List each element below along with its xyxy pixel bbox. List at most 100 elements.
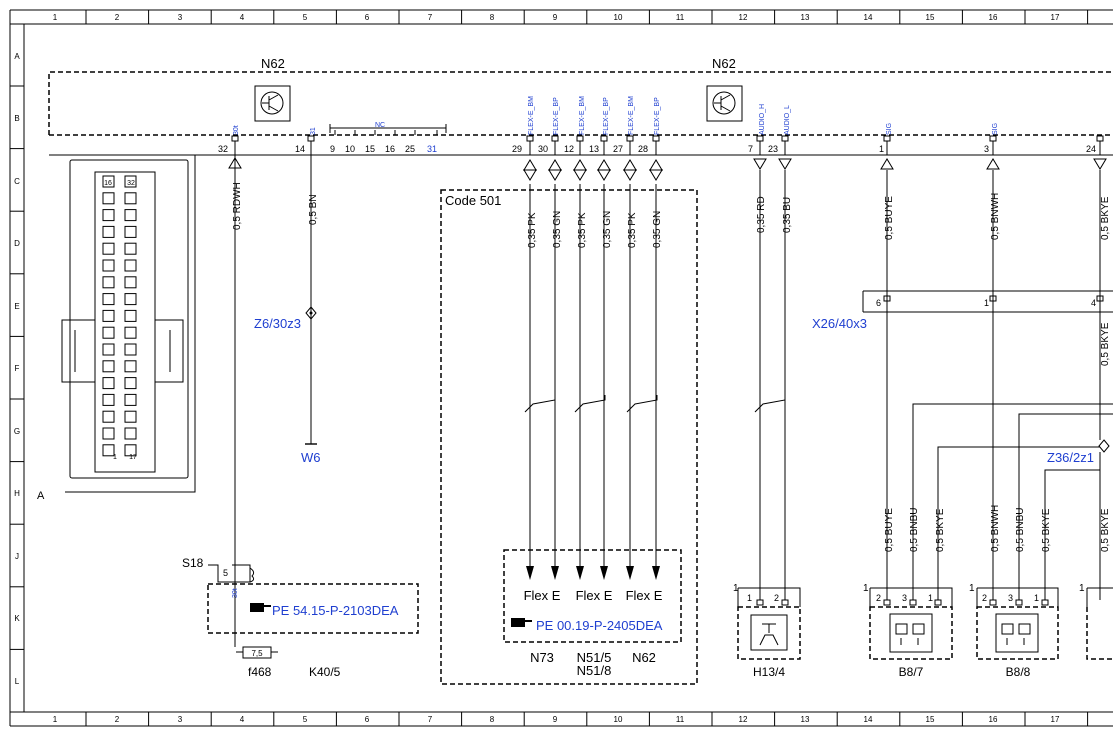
wire-label-bu: 0,35 BU: [782, 197, 793, 233]
pin-13: 13: [589, 144, 599, 154]
arrow-down-icon: [626, 566, 634, 580]
connector-cell: [124, 360, 137, 373]
connector-cell: [102, 377, 115, 390]
pin-7: 7: [748, 144, 753, 154]
component-pin-marker: [756, 599, 764, 606]
bidirectional-arrow-icon: [523, 159, 537, 171]
row-k: K: [14, 614, 20, 623]
route-bkye-right: [1044, 452, 1101, 503]
grid-frame: [9, 9, 1113, 727]
b87-box: [869, 606, 953, 660]
col-top-4: 4: [240, 13, 245, 22]
x26-pin-4: 4: [1091, 298, 1096, 308]
pointing-hand-icon: [511, 618, 532, 627]
signal-flex-bp-1: FLEX-E_BP: [553, 97, 560, 135]
b8-8-label: B8/8: [1006, 665, 1031, 679]
signal-names: 30t 31 FLEX-E_BM FLEX-E_BP FLEX-E_BM FLE…: [233, 96, 999, 135]
h13-connector: [737, 587, 801, 607]
col-top-2: 2: [115, 13, 120, 22]
signal-sig-2: SIG: [992, 123, 999, 135]
transistor-symbol-right: [706, 85, 743, 122]
transistor-symbol-left: [254, 85, 291, 122]
h13-pin-2: 2: [774, 593, 779, 603]
f468-label: f468: [248, 665, 272, 679]
wires: [228, 155, 1107, 647]
column-labels: 1 2 3 4 5 6 7 8 9 10 11 12 13 14 15 16 1…: [53, 13, 1060, 724]
connector-cell: [102, 360, 115, 373]
wire-labels: 0,5 RDWH 0,5 BN 0,35 PK 0,35 GN 0,35 PK …: [232, 182, 1111, 552]
connector-cell: [124, 410, 137, 423]
col-top-17: 17: [1051, 13, 1060, 22]
b88-box: [976, 606, 1059, 660]
partial-corner-pin: 1: [1079, 583, 1085, 594]
signal-flex-bm-3: FLEX-E_BM: [628, 96, 635, 135]
signal-sig-1: SIG: [886, 123, 893, 135]
wire-label-bkye-bot: 0,5 BKYE: [1100, 508, 1111, 552]
connector-cell: [102, 192, 115, 205]
flex-e-label-2: Flex E: [576, 588, 613, 603]
reference-pe-54-15[interactable]: PE 54.15-P-2103DEA: [272, 603, 399, 618]
z36-2z1-label[interactable]: Z36/2z1: [1047, 450, 1094, 465]
connector-cell: [102, 175, 115, 188]
s18-label: S18: [182, 556, 204, 570]
bidirectional-arrow-icon: [597, 159, 611, 171]
col-top-9: 9: [553, 13, 558, 22]
bidirectional-arrow-icon: [623, 169, 637, 181]
component-pin-marker: [883, 599, 891, 606]
w6-label[interactable]: W6: [301, 450, 321, 465]
connector-cell: [124, 225, 137, 238]
s18-pin-5: 5: [223, 568, 228, 578]
x26-40x3-label[interactable]: X26/40x3: [812, 316, 867, 331]
twist-marks: [524, 395, 786, 413]
arrow-down-icon: [526, 566, 534, 580]
wire-label-bnwh: 0,5 BNWH: [990, 193, 1001, 240]
wire-label-rdwh: 0,5 RDWH: [232, 182, 243, 230]
code-501-label: Code 501: [445, 193, 501, 208]
pin-stub: [307, 135, 315, 142]
bidirectional-arrow-icon: [548, 159, 562, 171]
connector-cell: [102, 410, 115, 423]
connector-a-face: [61, 159, 189, 479]
n51-5-label: N51/5: [577, 650, 612, 665]
pin-24: 24: [1086, 144, 1096, 154]
connector-cell: [124, 309, 137, 322]
signal-flex-bp-3: FLEX-E_BP: [654, 97, 661, 135]
signal-flex-bm-2: FLEX-E_BM: [579, 96, 586, 135]
flex-e-label-1: Flex E: [524, 588, 561, 603]
pin-stub: [781, 135, 789, 142]
connector-cell: [102, 444, 115, 457]
component-pin-marker: [1041, 599, 1049, 606]
wire-label-pk-2: 0,35 PK: [577, 212, 588, 248]
col-bottom-6: 6: [365, 715, 370, 724]
col-bottom-14: 14: [864, 715, 873, 724]
b87-pin-1: 1: [928, 593, 933, 603]
arrow-down-icon: [600, 566, 608, 580]
partial-box: [1086, 607, 1113, 660]
reference-pe-00-19[interactable]: PE 00.19-P-2405DEA: [536, 618, 663, 633]
pin-stub: [600, 135, 608, 142]
cell-label-1: 1: [113, 454, 117, 461]
col-bottom-11: 11: [676, 715, 685, 724]
cell-label-16: 16: [104, 180, 112, 187]
bidirectional-arrow-icon: [623, 159, 637, 171]
col-bottom-8: 8: [490, 715, 495, 724]
arrow-up-icon: [880, 158, 894, 170]
row-j: J: [15, 552, 19, 561]
k40-5-label: K40/5: [309, 665, 341, 679]
nc-label: NC: [375, 122, 385, 129]
wire-label-bkye-mid: 0,5 BKYE: [1100, 322, 1111, 366]
arrow-down-icon: [652, 566, 660, 580]
arrow-down-icon: [1093, 158, 1107, 170]
s18-contact: [249, 567, 255, 583]
pin-15: 15: [365, 144, 375, 154]
signal-31: 31: [310, 127, 317, 135]
pin-stub: [526, 135, 534, 142]
z6-30z3-label[interactable]: Z6/30z3: [254, 316, 301, 331]
wire-label-gn-2: 0,35 GN: [602, 211, 613, 248]
n51-8-label: N51/8: [577, 663, 612, 678]
arrow-up-icon: [228, 157, 242, 169]
h13-pin-1: 1: [747, 593, 752, 603]
col-top-11: 11: [676, 13, 685, 22]
component-pin-marker: [909, 599, 917, 606]
bidirectional-arrow-icon: [548, 169, 562, 181]
